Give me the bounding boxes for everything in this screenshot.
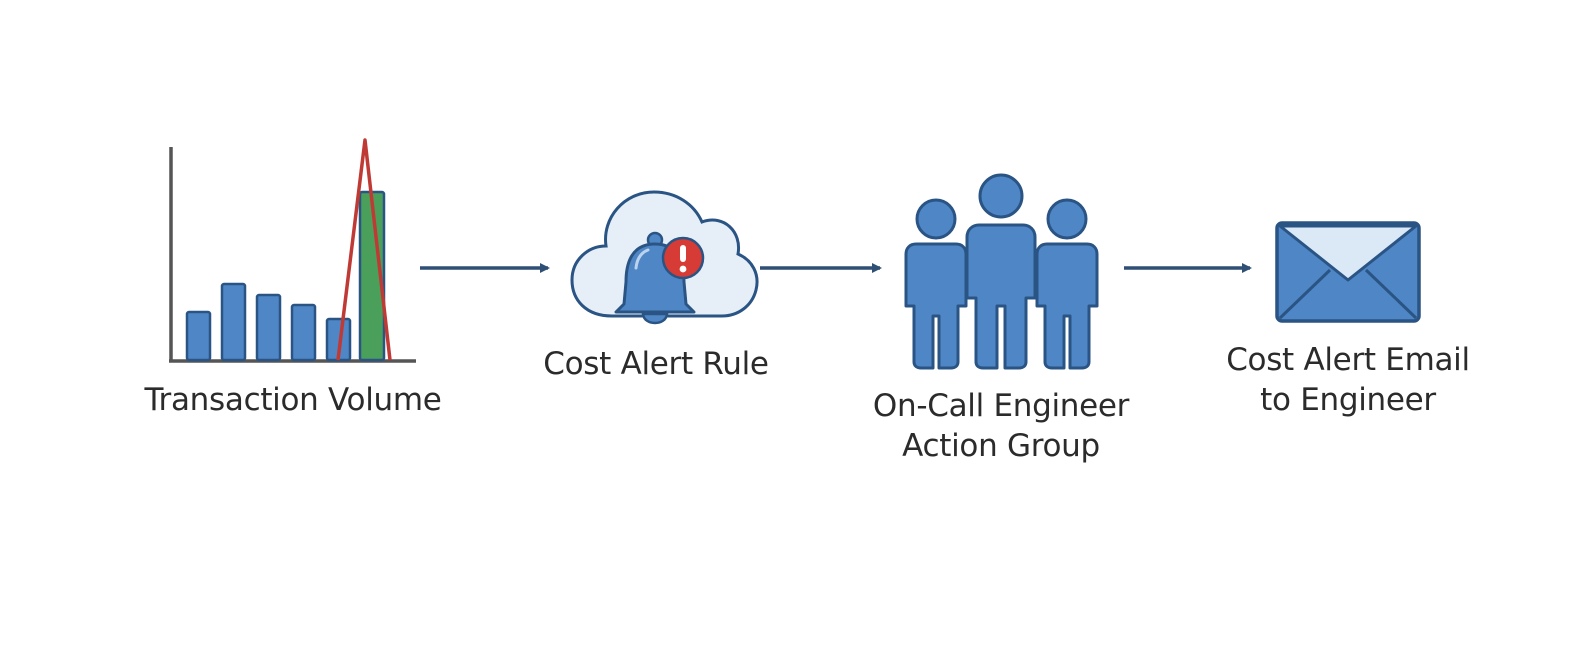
cost-alert-rule-label: Cost Alert Rule — [543, 346, 769, 382]
chart-bar — [220, 282, 247, 362]
alert-badge-icon — [661, 236, 705, 280]
people-group-icon — [904, 173, 1099, 370]
person-icon — [965, 173, 1037, 370]
chart-bar — [255, 293, 282, 362]
person-icon — [904, 198, 968, 370]
cloud-alert-bell-icon — [570, 190, 759, 325]
envelope-icon — [1275, 221, 1421, 323]
action-group-label: On-Call Engineer Action Group — [872, 388, 1130, 464]
chart-bar — [185, 310, 212, 362]
chart-spike-line — [336, 138, 392, 361]
alert-email-label: Cost Alert Email to Engineer — [1226, 342, 1470, 418]
chart-bar — [290, 303, 317, 362]
transaction-volume-label: Transaction Volume — [144, 382, 442, 418]
person-icon — [1035, 198, 1099, 370]
bar-chart-spike-icon — [169, 138, 416, 363]
